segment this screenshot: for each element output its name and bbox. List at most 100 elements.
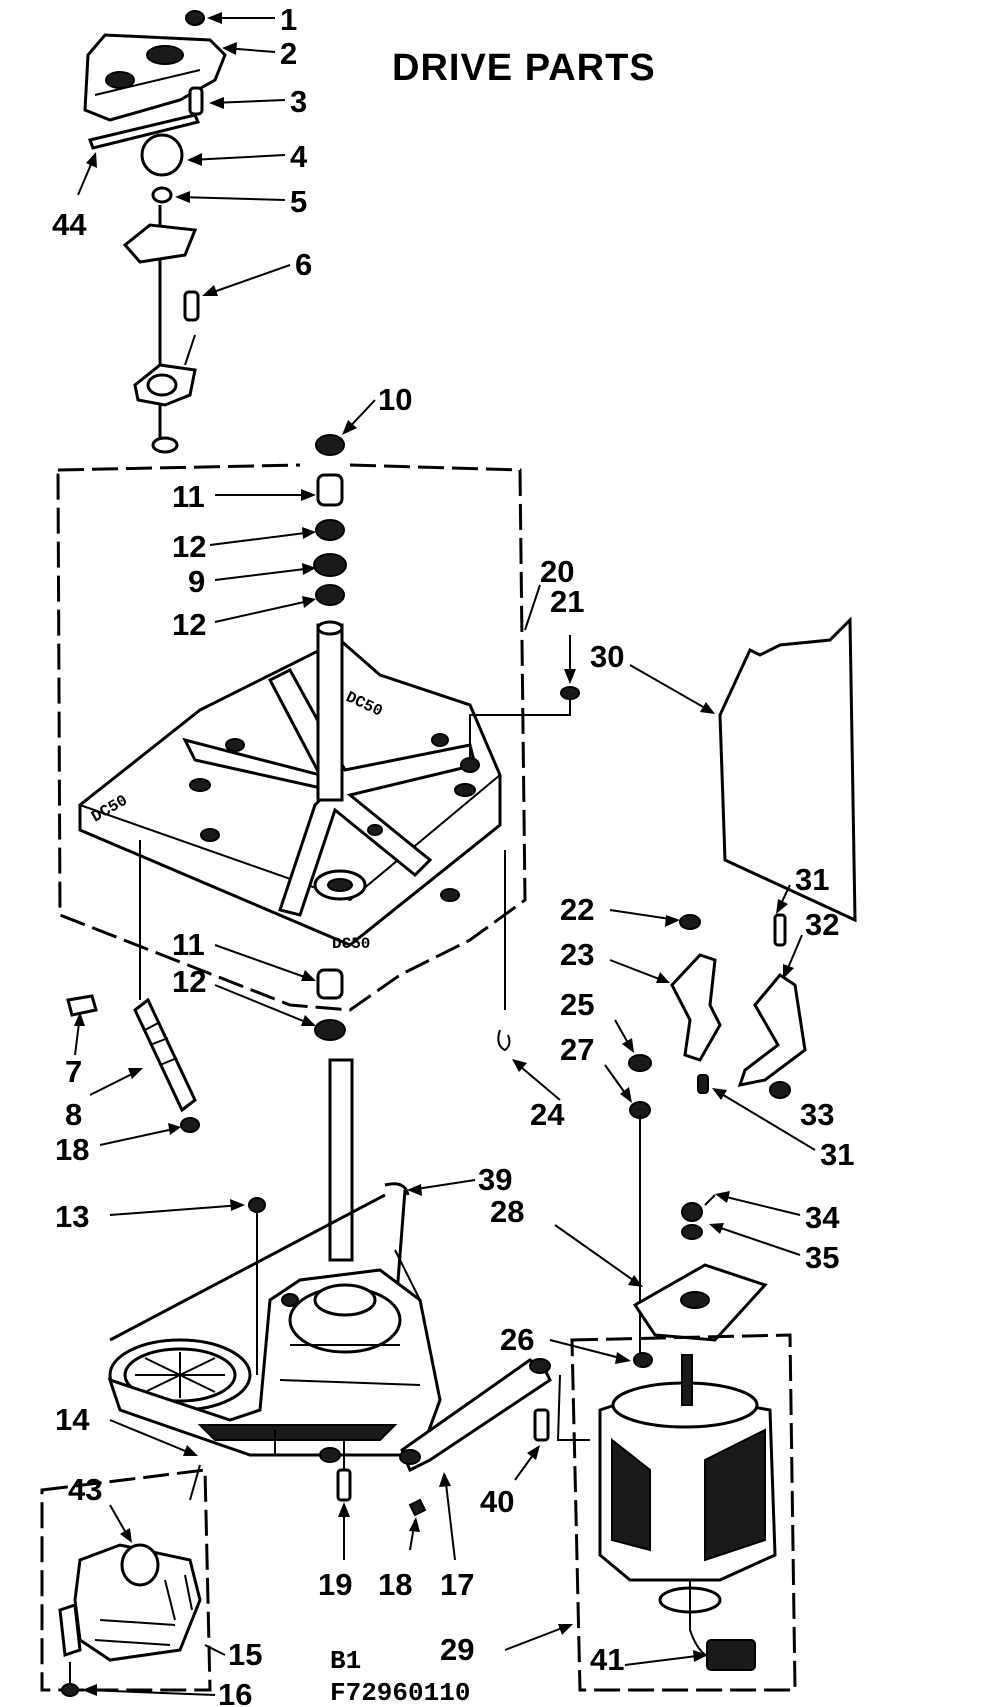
ball-part-4 (140, 133, 184, 177)
label-22: 22 (560, 892, 594, 927)
nut-part-25 (628, 1054, 652, 1072)
leader-lines (74, 12, 816, 1696)
label-28: 28 (490, 1194, 524, 1229)
pump-group (40, 1464, 212, 1697)
label-8: 8 (65, 1097, 82, 1132)
label-5: 5 (290, 184, 307, 219)
label-35: 35 (805, 1240, 839, 1275)
transmission-group-outline (56, 463, 527, 1012)
pump-part-15 (73, 1543, 202, 1662)
motor-bracket-left (628, 914, 722, 1119)
pin-part-3 (188, 86, 204, 116)
label-9: 9 (188, 564, 205, 599)
label-12-upper: 12 (172, 529, 206, 564)
upper-shaft (316, 623, 344, 802)
belt-part-39 (384, 1182, 410, 1196)
top-lid-switch-assembly (83, 10, 227, 454)
label-10: 10 (378, 382, 412, 417)
clip-part-24 (497, 1029, 511, 1052)
label-25: 25 (560, 987, 594, 1022)
label-4: 4 (290, 139, 308, 174)
nut-part-18-left (180, 1117, 200, 1133)
label-27: 27 (560, 1032, 594, 1067)
label-19: 19 (318, 1567, 352, 1602)
label-20: 20 (540, 554, 574, 589)
label-14: 14 (55, 1402, 90, 1437)
part-number-labels: 1 2 3 4 5 6 44 10 11 12 9 12 20 21 30 11… (52, 2, 854, 1707)
label-33: 33 (800, 1097, 834, 1132)
diagram-title: DRIVE PARTS (392, 47, 656, 89)
nut-part-13 (248, 1197, 266, 1213)
upper-bearing-stack (313, 434, 347, 606)
pump-group-outline (40, 1468, 212, 1692)
motor-group-outline (570, 1333, 797, 1692)
washer-part-5 (151, 186, 173, 204)
label-34: 34 (805, 1200, 840, 1235)
lower-shaft (328, 1058, 354, 1262)
label-7: 7 (65, 1054, 82, 1089)
washer-part-12-upper (315, 519, 345, 541)
bearing-part-11-lower (316, 968, 344, 1000)
washer-part-12-mid (315, 584, 345, 606)
label-39: 39 (478, 1162, 512, 1197)
footer-code-b1: B1 (330, 1646, 361, 1676)
base-plate: DC50 DC50 DC50 (77, 638, 502, 953)
nut-parts-34-35 (681, 1194, 716, 1240)
pin-part-6 (183, 290, 200, 322)
label-41: 41 (590, 1642, 624, 1677)
cap-part-43 (120, 1543, 160, 1587)
label-1: 1 (280, 2, 297, 37)
label-44: 44 (52, 207, 87, 242)
bracket-part-32 (737, 973, 807, 1087)
nut-part-33 (769, 1081, 791, 1099)
bracket-part-23 (670, 953, 722, 1062)
label-12-lower: 12 (172, 964, 206, 999)
label-17: 17 (440, 1567, 474, 1602)
label-31-upper: 31 (795, 862, 829, 897)
footer-part-number: F72960110 (330, 1678, 470, 1707)
label-13: 13 (55, 1199, 89, 1234)
label-2: 2 (280, 36, 297, 71)
gearcase-assembly (107, 1249, 442, 1463)
label-21: 21 (550, 584, 584, 619)
fastener-part-21 (460, 686, 580, 773)
screw-part-31-upper (773, 913, 787, 947)
nut-part-10 (315, 434, 345, 456)
screw-part-19 (336, 1468, 352, 1502)
label-40: 40 (480, 1484, 514, 1519)
screw-part-1 (185, 10, 205, 26)
label-18-left: 18 (55, 1132, 89, 1167)
bracket-part-2 (83, 33, 227, 122)
label-31-lower: 31 (820, 1137, 854, 1172)
label-43: 43 (68, 1472, 102, 1507)
label-11-lower: 11 (172, 927, 205, 962)
strap-part-17 (400, 1358, 552, 1473)
nut-part-18-bottom (408, 1498, 427, 1517)
label-29: 29 (440, 1632, 474, 1667)
label-26: 26 (500, 1322, 534, 1357)
label-3: 3 (290, 84, 307, 119)
lower-bearing-stack (314, 968, 346, 1041)
bolt-part-40 (533, 1408, 550, 1442)
label-23: 23 (560, 937, 594, 972)
washer-part-12-lower (314, 1019, 346, 1041)
label-15: 15 (228, 1637, 262, 1672)
label-18-bottom: 18 (378, 1567, 412, 1602)
motor-bracket-right (737, 913, 807, 1099)
label-6: 6 (295, 247, 312, 282)
label-32: 32 (805, 907, 839, 942)
washer-part-26 (633, 1352, 653, 1368)
damper-part-8 (133, 997, 197, 1113)
strip-part-44 (87, 113, 201, 150)
motor-part-29 (598, 1354, 777, 1661)
capacitor-part-41 (706, 1639, 756, 1671)
label-11-upper: 11 (172, 479, 205, 514)
label-16: 16 (218, 1677, 252, 1707)
label-12-mid: 12 (172, 607, 206, 642)
screw-part-16 (61, 1683, 79, 1697)
bearing-part-11-upper (316, 473, 344, 507)
screw-part-7 (66, 994, 98, 1017)
nut-part-35 (681, 1202, 703, 1222)
washer-part-9 (313, 553, 347, 577)
